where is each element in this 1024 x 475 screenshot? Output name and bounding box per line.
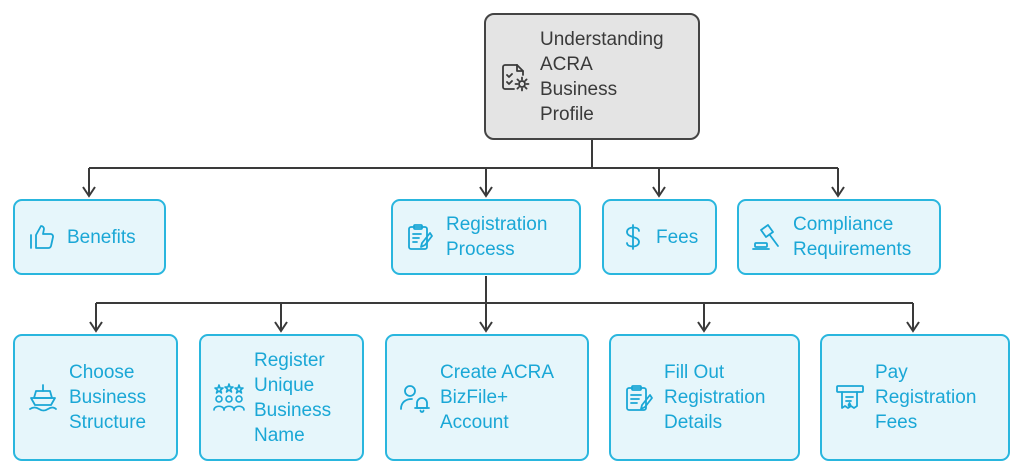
node-compliance-requirements: Compliance Requirements xyxy=(737,199,941,275)
label-line: Registration xyxy=(446,214,548,235)
label-line: Details xyxy=(664,412,723,433)
label-line: Business xyxy=(69,387,147,408)
clipboard-edit-icon xyxy=(405,222,435,252)
dollar-icon xyxy=(622,222,644,252)
gavel-icon xyxy=(751,222,781,252)
label-line: Pay xyxy=(875,362,908,383)
node-label: Pay Registration Fees xyxy=(875,360,976,435)
label-line: Process xyxy=(446,239,515,260)
ship-icon xyxy=(27,382,59,414)
label-line: Register xyxy=(254,349,325,371)
node-label: Benefits xyxy=(67,225,136,250)
node-label: Create ACRA BizFile+ Account xyxy=(440,360,554,435)
label-line: Fill Out xyxy=(664,362,725,383)
label-line: Registration xyxy=(875,387,977,408)
label-line: Business xyxy=(540,78,618,100)
node-label: Choose Business Structure xyxy=(69,360,146,435)
checklist-gear-icon xyxy=(498,60,532,94)
node-label: Compliance Requirements xyxy=(793,212,911,262)
node-label: Understanding ACRA Business Profile xyxy=(540,27,664,127)
node-label: Registration Process xyxy=(446,212,547,262)
node-registration-process: Registration Process xyxy=(391,199,581,275)
node-choose-business-structure: Choose Business Structure xyxy=(13,334,178,461)
label-line: Account xyxy=(440,412,509,433)
label-line: Unique xyxy=(254,374,315,396)
thumbs-up-icon xyxy=(27,222,57,252)
label-line: Fees xyxy=(656,226,699,248)
label-line: Compliance xyxy=(793,214,894,235)
node-benefits: Benefits xyxy=(13,199,166,275)
clipboard-list-icon xyxy=(623,382,655,414)
label-line: Registration xyxy=(664,387,766,408)
node-fees: Fees xyxy=(602,199,717,275)
label-line: Benefits xyxy=(67,226,136,248)
node-label: Fill Out Registration Details xyxy=(664,360,765,435)
node-pay-registration-fees: Pay Registration Fees xyxy=(820,334,1010,461)
label-line: Choose xyxy=(69,362,135,383)
node-fill-out-registration-details: Fill Out Registration Details xyxy=(609,334,800,461)
label-line: Name xyxy=(254,424,305,446)
node-understanding-acra-business-profile: Understanding ACRA Business Profile xyxy=(484,13,700,140)
user-bell-icon xyxy=(399,382,431,414)
node-label: Register Unique Business Name xyxy=(254,348,331,448)
label-line: ACRA xyxy=(540,53,593,75)
label-line: Profile xyxy=(540,103,594,125)
label-line: Business xyxy=(254,399,332,421)
label-line: Requirements xyxy=(793,239,912,260)
label-line: Create ACRA xyxy=(440,362,555,383)
node-label: Fees xyxy=(656,225,698,250)
group-stars-icon xyxy=(213,382,245,414)
node-register-unique-business-name: Register Unique Business Name xyxy=(199,334,364,461)
node-create-acra-bizfile-account: Create ACRA BizFile+ Account xyxy=(385,334,589,461)
label-line: Fees xyxy=(875,412,918,433)
label-line: BizFile+ xyxy=(440,387,509,408)
label-line: Understanding xyxy=(540,28,664,50)
receipt-machine-icon xyxy=(834,382,866,414)
label-line: Structure xyxy=(69,412,147,433)
